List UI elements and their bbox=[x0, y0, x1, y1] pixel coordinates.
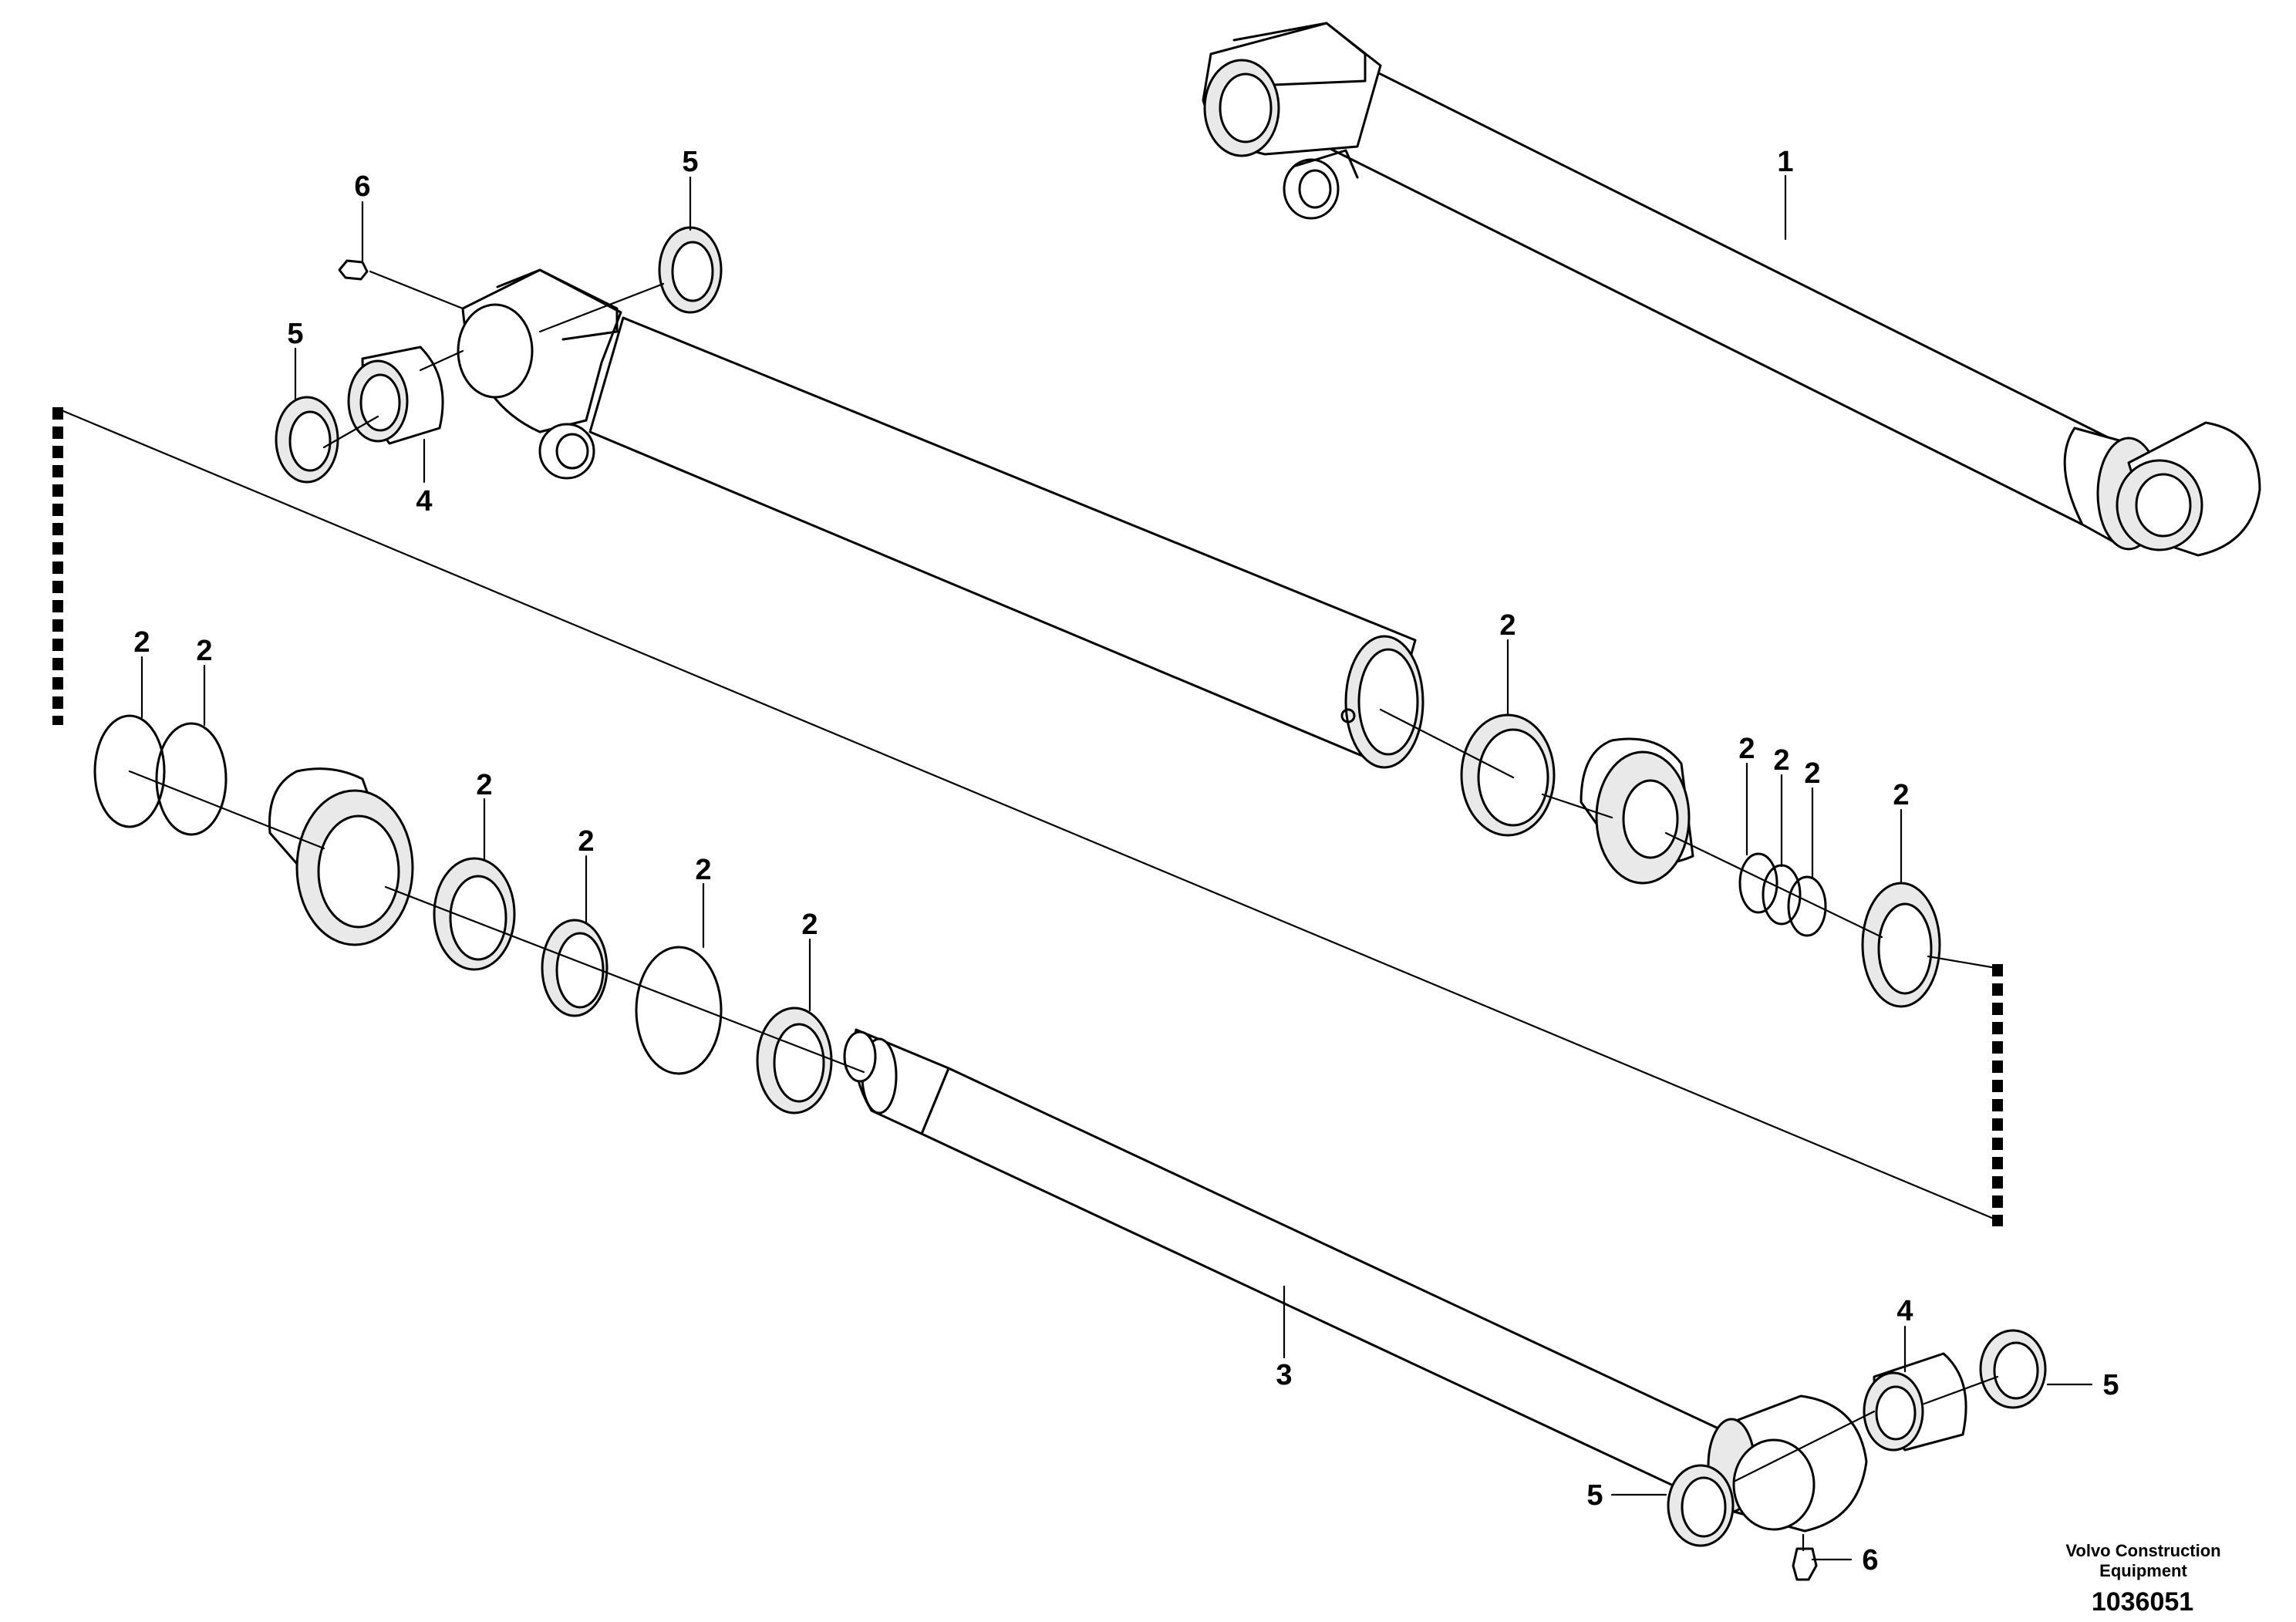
callout-1: 1 bbox=[1777, 146, 1793, 178]
callout-2-ring-d: 2 bbox=[578, 825, 594, 858]
document-number: 1036051 bbox=[2091, 1587, 2194, 1617]
brand-label: Volvo Construction Equipment bbox=[2051, 1541, 2236, 1581]
callout-5-barrel-top: 5 bbox=[682, 146, 698, 178]
brand-line-1: Volvo Construction bbox=[2065, 1541, 2221, 1560]
callout-5-seal-bottom: 5 bbox=[1586, 1479, 1603, 1512]
callout-4-bushing-bottom: 4 bbox=[1896, 1295, 1913, 1327]
callout-2-ring-f: 2 bbox=[801, 909, 818, 941]
callout-2-ring-c: 2 bbox=[476, 769, 492, 801]
head-assembly bbox=[1460, 713, 1941, 1008]
callout-2-ring-e: 2 bbox=[695, 854, 711, 886]
callout-2-ring-h: 2 bbox=[1738, 733, 1755, 765]
callout-2-ring-j: 2 bbox=[1804, 757, 1820, 790]
brand-line-2: Equipment bbox=[2099, 1561, 2187, 1580]
callout-6-grease-nipple-top: 6 bbox=[354, 170, 370, 203]
callout-3: 3 bbox=[1276, 1359, 1292, 1391]
assembled-cylinder bbox=[1202, 22, 2261, 557]
callout-2-ring-a: 2 bbox=[133, 626, 150, 659]
leader-lines bbox=[140, 174, 2093, 1561]
callout-2-ring-i: 2 bbox=[1773, 744, 1789, 777]
piston-rod bbox=[843, 1028, 1868, 1533]
assembly-lines bbox=[52, 270, 2003, 1552]
callout-5-seal-left: 5 bbox=[287, 318, 303, 350]
callout-2-ring-b: 2 bbox=[196, 635, 212, 667]
callout-6-grease-nipple-bottom: 6 bbox=[1862, 1544, 1878, 1576]
callout-2-ring-g: 2 bbox=[1499, 609, 1515, 642]
callout-4-bushing-top: 4 bbox=[416, 485, 432, 518]
callout-5-seal-right: 5 bbox=[2102, 1369, 2119, 1401]
bushings-and-seals bbox=[275, 226, 2047, 1581]
callout-2-ring-k: 2 bbox=[1893, 779, 1909, 811]
cylinder-barrel bbox=[457, 268, 1424, 769]
callout-labels: 1 5 6 5 4 2 2 2 2 2 2 2 2 2 2 2 3 4 5 5 … bbox=[133, 146, 2119, 1576]
piston-assembly bbox=[93, 714, 833, 1114]
